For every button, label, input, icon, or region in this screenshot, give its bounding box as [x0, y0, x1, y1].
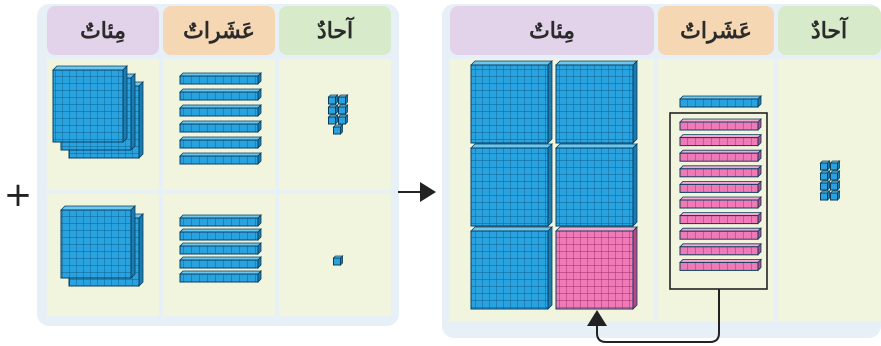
- unit-cube: [819, 180, 831, 191]
- right-place-value-table: مِئاتٌ عَشَراتٌ آحادٌ: [442, 4, 881, 343]
- ten-rod: [179, 136, 262, 149]
- result-hundred: [470, 226, 553, 310]
- ten-rod: [179, 152, 262, 165]
- addend2-tens: [179, 214, 262, 283]
- hundred-flat: [60, 205, 136, 279]
- unit-cube: [829, 190, 841, 201]
- left-row2-ones-cell: [279, 194, 391, 316]
- unit-cube: [327, 104, 339, 115]
- ten-rod: [179, 120, 262, 133]
- left-header-ones: آحادٌ: [317, 16, 355, 44]
- plus-sign: +: [4, 175, 33, 215]
- ten-rod: [679, 95, 762, 108]
- result-tens-pink: [679, 118, 762, 272]
- left-place-value-table: مِئاتٌ عَشَراتٌ آحادٌ: [37, 4, 399, 326]
- result-tens-blue: [679, 95, 762, 108]
- right-header-ones: آحادٌ: [811, 16, 849, 44]
- ten-rod: [679, 133, 762, 147]
- ten-rod: [179, 256, 262, 269]
- right-ones-cell: [778, 59, 881, 321]
- right-table-blocks: [470, 60, 841, 310]
- unit-cube: [819, 170, 831, 181]
- right-header-hundreds-bg: [450, 6, 654, 55]
- unit-cube: [332, 255, 344, 266]
- unit-cube: [819, 160, 831, 171]
- addend2-hundreds: [60, 205, 144, 287]
- result-ones: [819, 160, 841, 201]
- hundred-flat: [52, 65, 128, 143]
- result-hundred: [555, 143, 638, 227]
- unit-cube: [829, 180, 841, 191]
- ten-rod: [679, 164, 762, 178]
- unit-cube: [829, 170, 841, 181]
- ten-rod: [679, 211, 762, 225]
- left-header-tens-bg: [163, 6, 275, 55]
- ten-rod: [179, 104, 262, 117]
- right-header-tens-bg: [658, 6, 774, 55]
- left-table-blocks: [52, 65, 349, 287]
- left-header-ones-bg: [279, 6, 391, 55]
- regroup-arrow-icon: [587, 289, 720, 343]
- ten-rod: [679, 258, 762, 272]
- ten-rod: [679, 242, 762, 256]
- right-header-hundreds: مِئاتٌ: [529, 18, 575, 44]
- ten-rod: [679, 149, 762, 163]
- ten-rod: [679, 227, 762, 241]
- regrouped-hundred: [555, 226, 638, 310]
- unit-cube: [819, 190, 831, 201]
- ten-rod: [179, 214, 262, 227]
- ten-rod: [179, 228, 262, 241]
- left-header-hundreds-bg: [47, 6, 159, 55]
- unit-cube: [337, 94, 349, 105]
- right-header-tens: عَشَراتٌ: [680, 18, 752, 44]
- result-hundred: [555, 60, 638, 144]
- ten-rod: [679, 196, 762, 209]
- ten-rod: [179, 88, 262, 101]
- ten-rod: [179, 270, 262, 283]
- unit-cube: [829, 160, 841, 171]
- ten-rod: [179, 72, 262, 85]
- ten-rod: [679, 180, 762, 194]
- right-header-ones-bg: [778, 6, 881, 55]
- result-hundred: [470, 60, 553, 144]
- addend1-ones: [327, 94, 349, 135]
- unit-cube: [327, 94, 339, 105]
- left-header-tens: عَشَراتٌ: [183, 18, 255, 44]
- unit-cube: [337, 104, 349, 115]
- result-hundred: [470, 143, 553, 227]
- left-header-hundreds: مِئاتٌ: [80, 18, 126, 44]
- left-row2-tens-cell: [163, 194, 275, 316]
- ten-rod: [679, 118, 762, 131]
- unit-cube: [332, 124, 344, 135]
- addend1-tens: [179, 72, 262, 165]
- unit-cube: [337, 114, 349, 125]
- addend1-hundreds: [52, 65, 144, 159]
- unit-cube: [327, 114, 339, 125]
- addend2-ones: [332, 255, 344, 266]
- ten-rod: [179, 242, 262, 255]
